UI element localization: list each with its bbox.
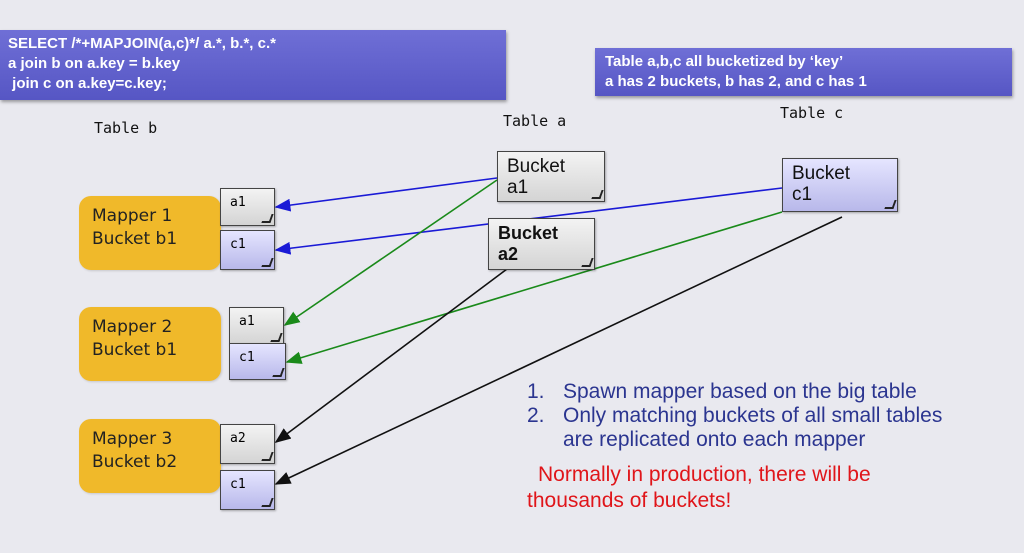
page-fold-icon (272, 368, 285, 377)
step-2: 2. Only matching buckets of all small ta… (527, 404, 942, 428)
mapper-1-bucket-a1: a1 (220, 188, 275, 226)
step-1-number: 1. (527, 380, 545, 403)
mapper-2-bucket-c1-label: c1 (239, 350, 255, 365)
mapper-1-bucket: Bucket b1 (92, 229, 178, 249)
mapper-1-bucket-c1: c1 (220, 230, 275, 270)
mapper-3-bucket-c1-label: c1 (230, 477, 246, 492)
arrow-a1-to-mapper1 (274, 177, 498, 212)
page-fold-icon (261, 258, 274, 267)
source-bucket-a1-line1: Bucket (507, 156, 566, 177)
table-a-label: Table a (503, 112, 567, 130)
sql-line-1: SELECT /*+MAPJOIN(a,c)*/ a.*, b.*, c.* (8, 35, 276, 52)
production-warning: Normally in production, there will be th… (527, 462, 871, 514)
source-bucket-c1: Bucket c1 (782, 158, 898, 212)
page-fold-icon (261, 452, 274, 461)
note-line-1: Table a,b,c all bucketized by ‘key’ (605, 53, 844, 70)
sql-line-3: join c on a.key=c.key; (8, 75, 167, 92)
mapper-3-title: Mapper 3 (92, 429, 173, 449)
bucketize-note-banner: Table a,b,c all bucketized by ‘key’ a ha… (595, 48, 1012, 96)
mapper-3-bucket: Bucket b2 (92, 452, 178, 472)
step-2-continued: are replicated onto each mapper (527, 428, 942, 452)
source-bucket-a2: Bucket a2 (488, 218, 595, 270)
step-2-continued-number (527, 428, 563, 452)
arrow-c1-to-mapper3 (274, 216, 843, 485)
mapper-2-bucket-a1: a1 (229, 307, 284, 345)
source-bucket-a1-line2: a1 (507, 177, 529, 198)
page-fold-icon (581, 258, 594, 267)
table-b-label: Table b (94, 119, 158, 137)
source-bucket-a2-line2: a2 (498, 244, 519, 264)
warning-line-2: thousands of buckets! (527, 489, 732, 512)
mapper-2-bucket-a1-label: a1 (239, 314, 255, 329)
mapper-3-bucket-a2: a2 (220, 424, 275, 464)
mapper-3: Mapper 3 Bucket b2 (79, 419, 221, 493)
mapper-3-bucket-c1: c1 (220, 470, 275, 510)
mapper-1-bucket-c1-label: c1 (230, 237, 246, 252)
sql-query-banner: SELECT /*+MAPJOIN(a,c)*/ a.*, b.*, c.* a… (0, 30, 506, 100)
mapper-1-title: Mapper 1 (92, 206, 173, 226)
page-fold-icon (261, 214, 274, 223)
page-fold-icon (270, 333, 283, 342)
table-c-label: Table c (780, 104, 844, 122)
note-line-2: a has 2 buckets, b has 2, and c has 1 (605, 73, 867, 90)
source-bucket-a2-line1: Bucket (498, 223, 559, 243)
step-1: 1. Spawn mapper based on the big table (527, 380, 942, 404)
warning-line-1: Normally in production, there will be (538, 463, 871, 486)
step-2-continued-text: are replicated onto each mapper (563, 428, 866, 451)
mapper-2-bucket: Bucket b1 (92, 340, 178, 360)
mapper-2: Mapper 2 Bucket b1 (79, 307, 221, 381)
mapper-1: Mapper 1 Bucket b1 (79, 196, 221, 270)
page-fold-icon (884, 200, 897, 209)
step-2-number: 2. (527, 404, 545, 427)
mapper-2-bucket-c1: c1 (229, 343, 286, 380)
source-bucket-c1-line2: c1 (792, 184, 813, 205)
mapper-1-bucket-a1-label: a1 (230, 195, 246, 210)
mapper-2-title: Mapper 2 (92, 317, 173, 337)
arrow-c1-to-mapper2 (285, 211, 783, 364)
source-bucket-a1: Bucket a1 (497, 151, 605, 202)
step-1-text: Spawn mapper based on the big table (563, 380, 917, 403)
sql-line-2: a join b on a.key = b.key (8, 55, 181, 72)
mapper-3-bucket-a2-label: a2 (230, 431, 246, 446)
step-2-text: Only matching buckets of all small table… (563, 404, 943, 427)
arrow-a1-to-mapper2 (283, 179, 498, 326)
arrow-a2-to-mapper3 (274, 268, 508, 443)
steps-list: 1. Spawn mapper based on the big table 2… (527, 380, 942, 452)
source-bucket-c1-line1: Bucket (792, 163, 851, 184)
page-fold-icon (261, 498, 274, 507)
